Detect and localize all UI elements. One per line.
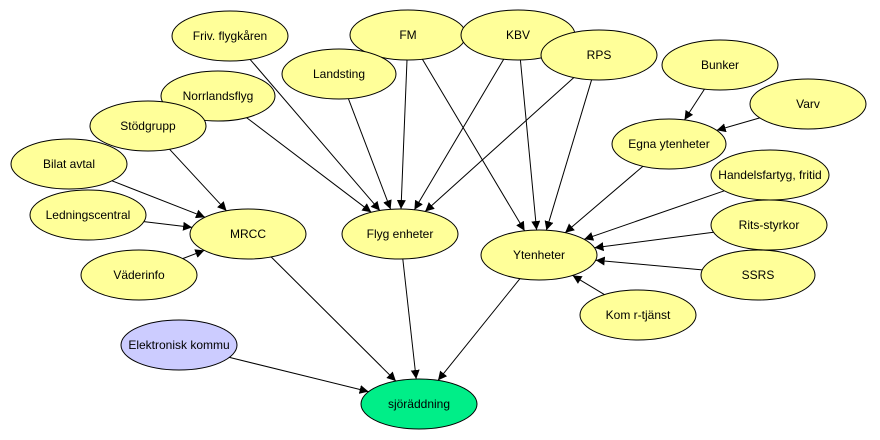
node-bilat-avtal-shape [10, 138, 128, 190]
edge-bilat-to-mrcc [111, 180, 206, 219]
node-norrlandsflyg-label: Norrlandsflyg [183, 89, 254, 103]
node-handelsfartyg-fritid-label: Handelsfartyg, fritid [718, 168, 821, 182]
node-ssrs-shape [700, 249, 816, 301]
node-egna-ytenheter-shape [611, 118, 727, 170]
node-flyg-enheter-label: Flyg enheter [367, 227, 434, 241]
node-flyg-enheter-shape [341, 208, 459, 260]
nodes-layer: Friv. flygkåren FM KBV RPS Landsting Bun… [10, 9, 867, 430]
node-bilat-avtal: Bilat avtal [10, 138, 128, 190]
edge-ssrs-to-ytenheter [595, 256, 703, 271]
node-rits-styrkor: Rits-styrkor [710, 199, 828, 251]
edges-layer [111, 58, 760, 394]
node-rps-shape [540, 29, 658, 81]
node-ssrs-label: SSRS [742, 268, 775, 282]
node-ssrs: SSRS [700, 249, 816, 301]
node-friv-flygkaren-shape [171, 10, 289, 62]
node-ledningscentral-label: Ledningscentral [46, 208, 131, 222]
node-elektronisk-kommu-shape [120, 319, 238, 371]
edge-rits-to-ytenheter [594, 231, 714, 252]
edge-fm-to-flyg [396, 59, 408, 210]
node-bunker: Bunker [661, 39, 779, 91]
node-ytenheter-shape [480, 229, 598, 281]
node-kom-r-tjanst-shape [579, 289, 697, 341]
node-landsting-shape [281, 48, 397, 100]
edge-handel-to-ytenheter [584, 190, 725, 241]
node-handelsfartyg-fritid: Handelsfartyg, fritid [710, 149, 830, 201]
edge-stodgrupp-to-mrcc [169, 148, 227, 212]
node-fm-label: FM [399, 28, 416, 42]
edge-bunker-to-egna [684, 88, 705, 121]
node-sjoraddning: sjöräddning [360, 378, 478, 430]
node-friv-flygkaren: Friv. flygkåren [171, 10, 289, 62]
edge-komr-to-ytenheter [572, 274, 605, 296]
node-varv-shape [749, 78, 867, 130]
node-ytenheter: Ytenheter [480, 229, 598, 281]
edge-ytenheter-to-sjoraddning [437, 278, 521, 381]
edge-fm-to-ytenheter [421, 58, 526, 232]
node-mrcc-shape [189, 208, 307, 260]
edge-vader-to-mrcc [182, 249, 205, 260]
edge-mrcc-to-sjoraddning [270, 256, 397, 382]
node-mrcc: MRCC [189, 208, 307, 260]
node-kbv-label: KBV [506, 28, 530, 42]
node-rits-styrkor-label: Rits-styrkor [739, 218, 800, 232]
edge-egna-to-ytenheter [564, 165, 644, 234]
node-bunker-shape [661, 39, 779, 91]
node-varv-label: Varv [796, 97, 820, 111]
node-ledningscentral: Ledningscentral [29, 189, 147, 241]
node-stodgrupp-shape [89, 100, 207, 152]
node-landsting: Landsting [281, 48, 397, 100]
node-mrcc-label: MRCC [230, 227, 266, 241]
node-elektronisk-kommu-label: Elektronisk kommu [128, 338, 229, 352]
edge-kbv-to-flyg [413, 58, 505, 211]
node-sjoraddning-shape [360, 378, 478, 430]
node-ledningscentral-shape [29, 189, 147, 241]
node-friv-flygkaren-label: Friv. flygkåren [193, 29, 267, 43]
node-kom-r-tjanst-label: Kom r-tjänst [606, 308, 671, 322]
edge-rps-to-ytenheter [544, 79, 593, 231]
edge-norrlandsflyg-to-flyg [246, 117, 372, 213]
node-bilat-avtal-label: Bilat avtal [43, 157, 95, 171]
node-fm: FM [349, 9, 467, 61]
node-varv: Varv [749, 78, 867, 130]
node-rps-label: RPS [587, 48, 612, 62]
node-sjoraddning-label: sjöräddning [388, 397, 450, 411]
edge-rps-to-flyg [424, 77, 575, 212]
node-vaderinfo-shape [80, 249, 198, 301]
node-egna-ytenheter-label: Egna ytenheter [628, 137, 709, 151]
node-rps: RPS [540, 29, 658, 81]
node-vaderinfo: Väderinfo [80, 249, 198, 301]
edge-flyg-to-sjoraddning [402, 258, 420, 380]
node-vaderinfo-label: Väderinfo [113, 268, 165, 282]
edge-varv-to-egna [716, 117, 760, 133]
edge-elektronisk-to-sjoraddning [229, 356, 369, 394]
node-ytenheter-label: Ytenheter [513, 248, 565, 262]
edge-ledning-to-mrcc [143, 221, 193, 231]
edge-friv-to-flyg [249, 59, 381, 211]
node-stodgrupp-label: Stödgrupp [120, 119, 176, 133]
node-egna-ytenheter: Egna ytenheter [611, 118, 727, 170]
node-landsting-label: Landsting [313, 67, 365, 81]
node-kom-r-tjanst: Kom r-tjänst [579, 289, 697, 341]
node-flyg-enheter: Flyg enheter [341, 208, 459, 260]
node-elektronisk-kommu: Elektronisk kommu [120, 319, 238, 371]
node-bunker-label: Bunker [701, 58, 739, 72]
node-stodgrupp: Stödgrupp [89, 100, 207, 152]
edge-landsting-to-flyg [347, 98, 392, 210]
edge-kbv-to-ytenheter [519, 59, 541, 231]
